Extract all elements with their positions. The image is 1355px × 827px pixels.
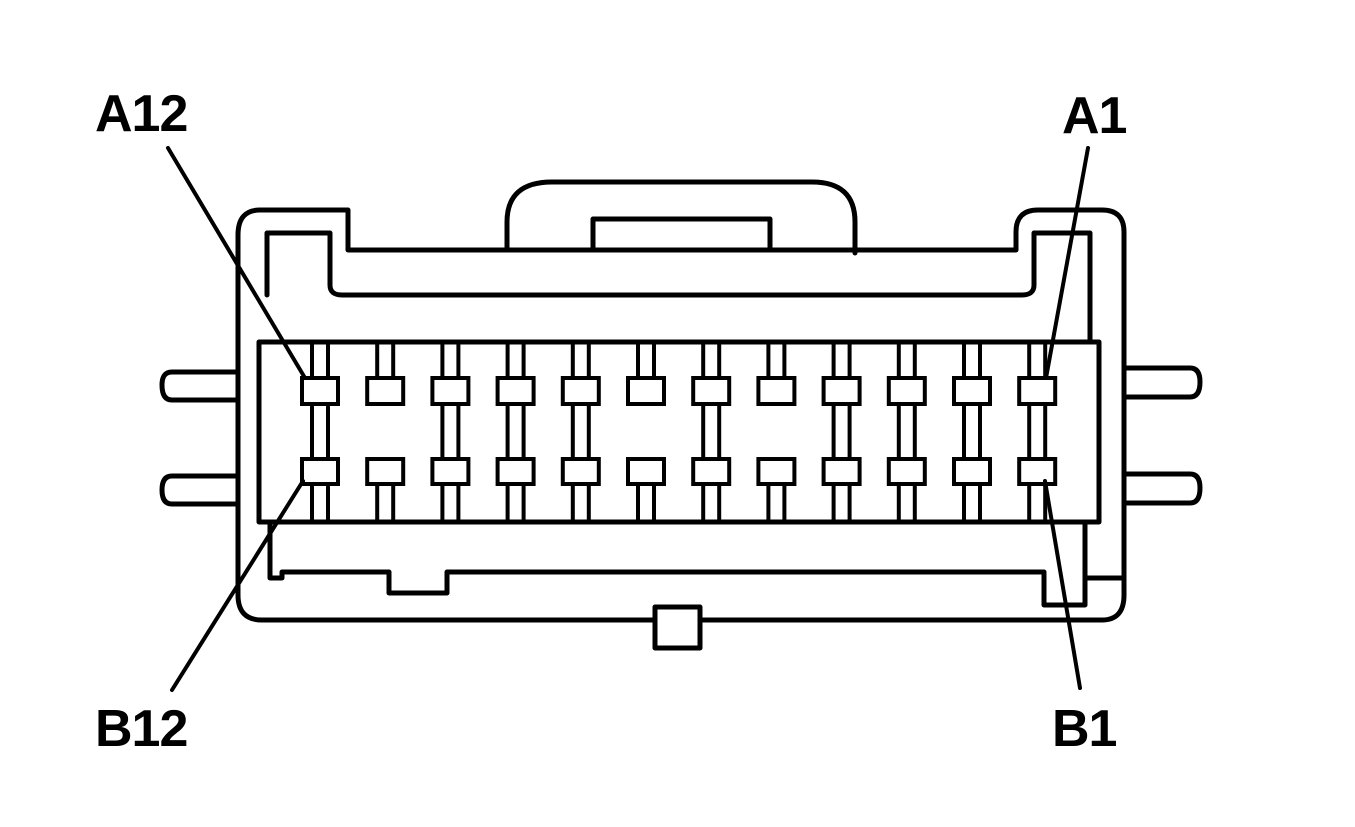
pin-a5-stem <box>766 343 787 378</box>
pin-b12 <box>300 457 340 486</box>
pin-b2-stem <box>962 484 982 521</box>
housing-outline <box>235 207 1127 623</box>
pin-a1-stem <box>1027 343 1048 378</box>
pin-a8 <box>560 376 601 406</box>
pin-3-bridge <box>896 405 917 458</box>
latch-hood <box>504 179 858 256</box>
pin-a9 <box>495 376 536 406</box>
pin-6-bridge <box>701 405 722 458</box>
pin-a3-stem <box>896 343 917 378</box>
leader-lines <box>166 146 1090 692</box>
pin-b5 <box>756 457 797 486</box>
pin-a4-stem <box>831 343 852 378</box>
pin-b5-stem <box>766 484 787 521</box>
pin-b10 <box>430 457 471 486</box>
polarization-key <box>652 604 703 651</box>
pin-b1 <box>1017 457 1058 486</box>
pin-a10 <box>430 376 471 406</box>
pin-b7-stem <box>636 484 656 521</box>
pin-a2-stem <box>962 343 982 378</box>
pin-b10-stem <box>440 484 461 521</box>
right-tab-lower <box>1121 471 1203 506</box>
pin-1-bridge <box>1027 405 1048 458</box>
pin-a11-stem <box>375 343 396 378</box>
pin-b9-stem <box>505 484 526 521</box>
pin-b9 <box>495 457 536 486</box>
callout-b1: B1 <box>1052 700 1117 758</box>
pin-2-bridge <box>962 405 982 458</box>
pin-a11 <box>365 376 406 406</box>
pin-a8-stem <box>570 343 591 378</box>
pin-b2 <box>952 457 992 486</box>
pin-array <box>300 343 1058 521</box>
right-tab-upper <box>1121 365 1203 400</box>
pin-b7 <box>626 457 666 486</box>
left-tab-lower <box>159 473 241 507</box>
pin-a2 <box>952 376 992 406</box>
inner-ledge <box>264 230 1093 343</box>
pin-4-bridge <box>831 405 852 458</box>
pin-b11-stem <box>375 484 396 521</box>
left-tab-upper <box>159 369 241 403</box>
pin-a9-stem <box>505 343 526 378</box>
pin-b4 <box>821 457 862 486</box>
leader-b1 <box>1043 479 1082 690</box>
connector-housing <box>159 179 1203 651</box>
pin-9-bridge <box>505 405 526 458</box>
pin-a7 <box>626 376 666 406</box>
pin-b6-stem <box>701 484 722 521</box>
callout-b12: B12 <box>95 700 188 758</box>
pin-b1-stem <box>1027 484 1048 521</box>
pin-b3-stem <box>896 484 917 521</box>
pin-a1 <box>1017 376 1058 406</box>
pin-b8-stem <box>570 484 591 521</box>
pin-8-bridge <box>570 405 591 458</box>
pin-b12-stem <box>310 484 330 521</box>
latch-window <box>590 216 773 251</box>
pin-a12 <box>300 376 340 406</box>
pin-cavity <box>256 339 1102 525</box>
pin-10-bridge <box>440 405 461 458</box>
callout-a12: A12 <box>95 85 188 143</box>
pin-b3 <box>886 457 927 486</box>
pin-a10-stem <box>440 343 461 378</box>
leader-a1 <box>1044 146 1090 380</box>
leader-b12 <box>170 479 305 692</box>
pin-a7-stem <box>636 343 656 378</box>
pin-b11 <box>365 457 406 486</box>
pin-b6 <box>691 457 732 486</box>
pin-a6-stem <box>701 343 722 378</box>
pin-a4 <box>821 376 862 406</box>
pin-12-bridge <box>310 405 330 458</box>
bottom-keyway <box>267 519 1127 608</box>
pin-b8 <box>560 457 601 486</box>
pin-a6 <box>691 376 732 406</box>
leader-a12 <box>166 146 307 380</box>
pin-b4-stem <box>831 484 852 521</box>
callout-a1: A1 <box>1062 87 1127 145</box>
pin-a12-stem <box>310 343 330 378</box>
pin-a3 <box>886 376 927 406</box>
pin-a5 <box>756 376 797 406</box>
